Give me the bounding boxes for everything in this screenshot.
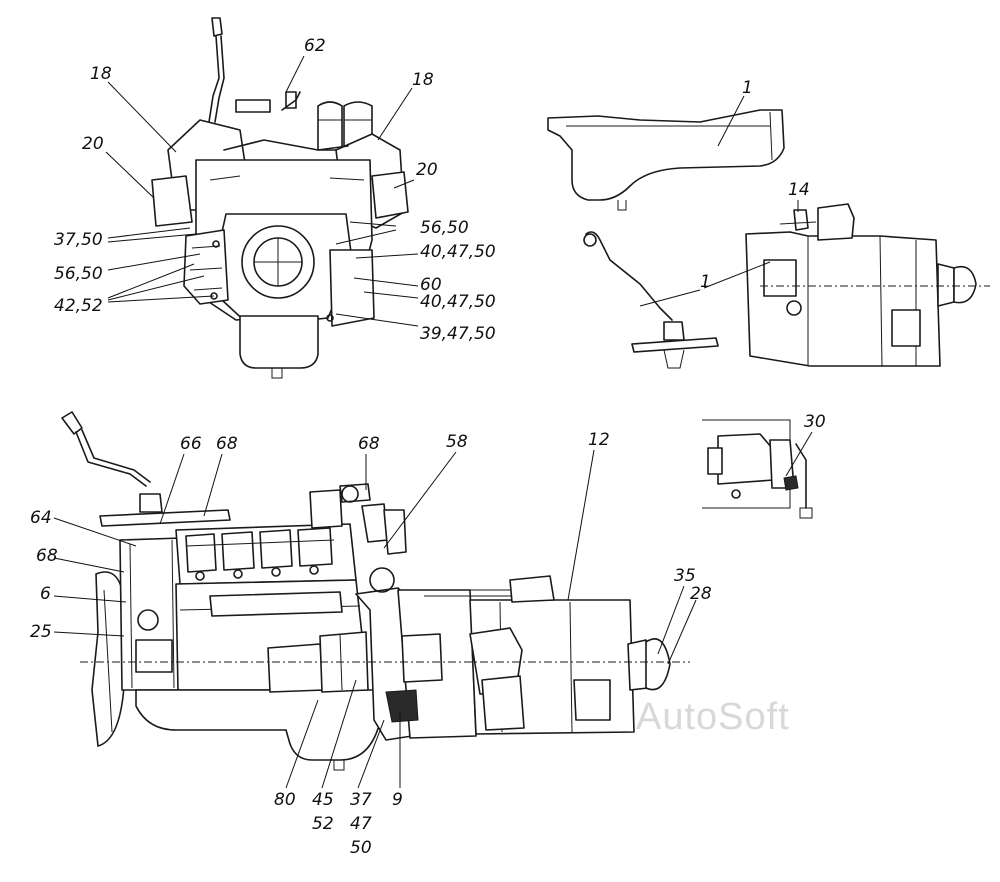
detail-30-view [702, 419, 813, 519]
callout-47: 47 [350, 814, 372, 834]
callout-58: 58 [446, 432, 468, 452]
callout-1-oil-pan: 1 [742, 78, 753, 98]
callout-28: 28 [690, 584, 712, 604]
callout-40-47-50-lower: 40,47,50 [420, 292, 496, 312]
engine-front-view [151, 17, 409, 379]
callout-20-left: 20 [82, 134, 104, 154]
callout-68-top-right: 68 [358, 434, 380, 454]
callout-12: 12 [588, 430, 610, 450]
callout-80: 80 [274, 790, 296, 810]
callout-40-47-50-upper: 40,47,50 [420, 242, 496, 262]
callout-9: 9 [392, 790, 403, 810]
callout-45: 45 [312, 790, 334, 810]
callout-56-50-right: 56,50 [420, 218, 469, 238]
oil-pan-part-1 [547, 109, 785, 211]
callout-62: 62 [304, 36, 326, 56]
callout-18-left: 18 [90, 64, 112, 84]
watermark-text: AutoSoft [636, 696, 790, 738]
callout-30: 30 [804, 412, 826, 432]
callout-37-50: 37,50 [54, 230, 103, 250]
callout-20-right: 20 [416, 160, 438, 180]
callout-52: 52 [312, 814, 334, 834]
callout-56-50-left: 56,50 [54, 264, 103, 284]
callout-50: 50 [350, 838, 372, 858]
callout-42-52: 42,52 [54, 296, 103, 316]
callout-39-47-50: 39,47,50 [420, 324, 496, 344]
callout-68-top-left: 68 [216, 434, 238, 454]
callout-35: 35 [674, 566, 696, 586]
callout-60: 60 [420, 275, 442, 295]
callout-66: 66 [180, 434, 202, 454]
gearbox-part-1 [583, 203, 990, 369]
callout-25: 25 [30, 622, 52, 642]
callout-1-gearbox: 1 [700, 272, 711, 292]
callout-64: 64 [30, 508, 52, 528]
leader-lines [53, 55, 813, 789]
engine-side-view [61, 411, 690, 771]
callout-68-left: 68 [36, 546, 58, 566]
callout-18-right: 18 [412, 70, 434, 90]
callout-6: 6 [40, 584, 51, 604]
callout-37: 37 [350, 790, 372, 810]
callout-14: 14 [788, 180, 810, 200]
